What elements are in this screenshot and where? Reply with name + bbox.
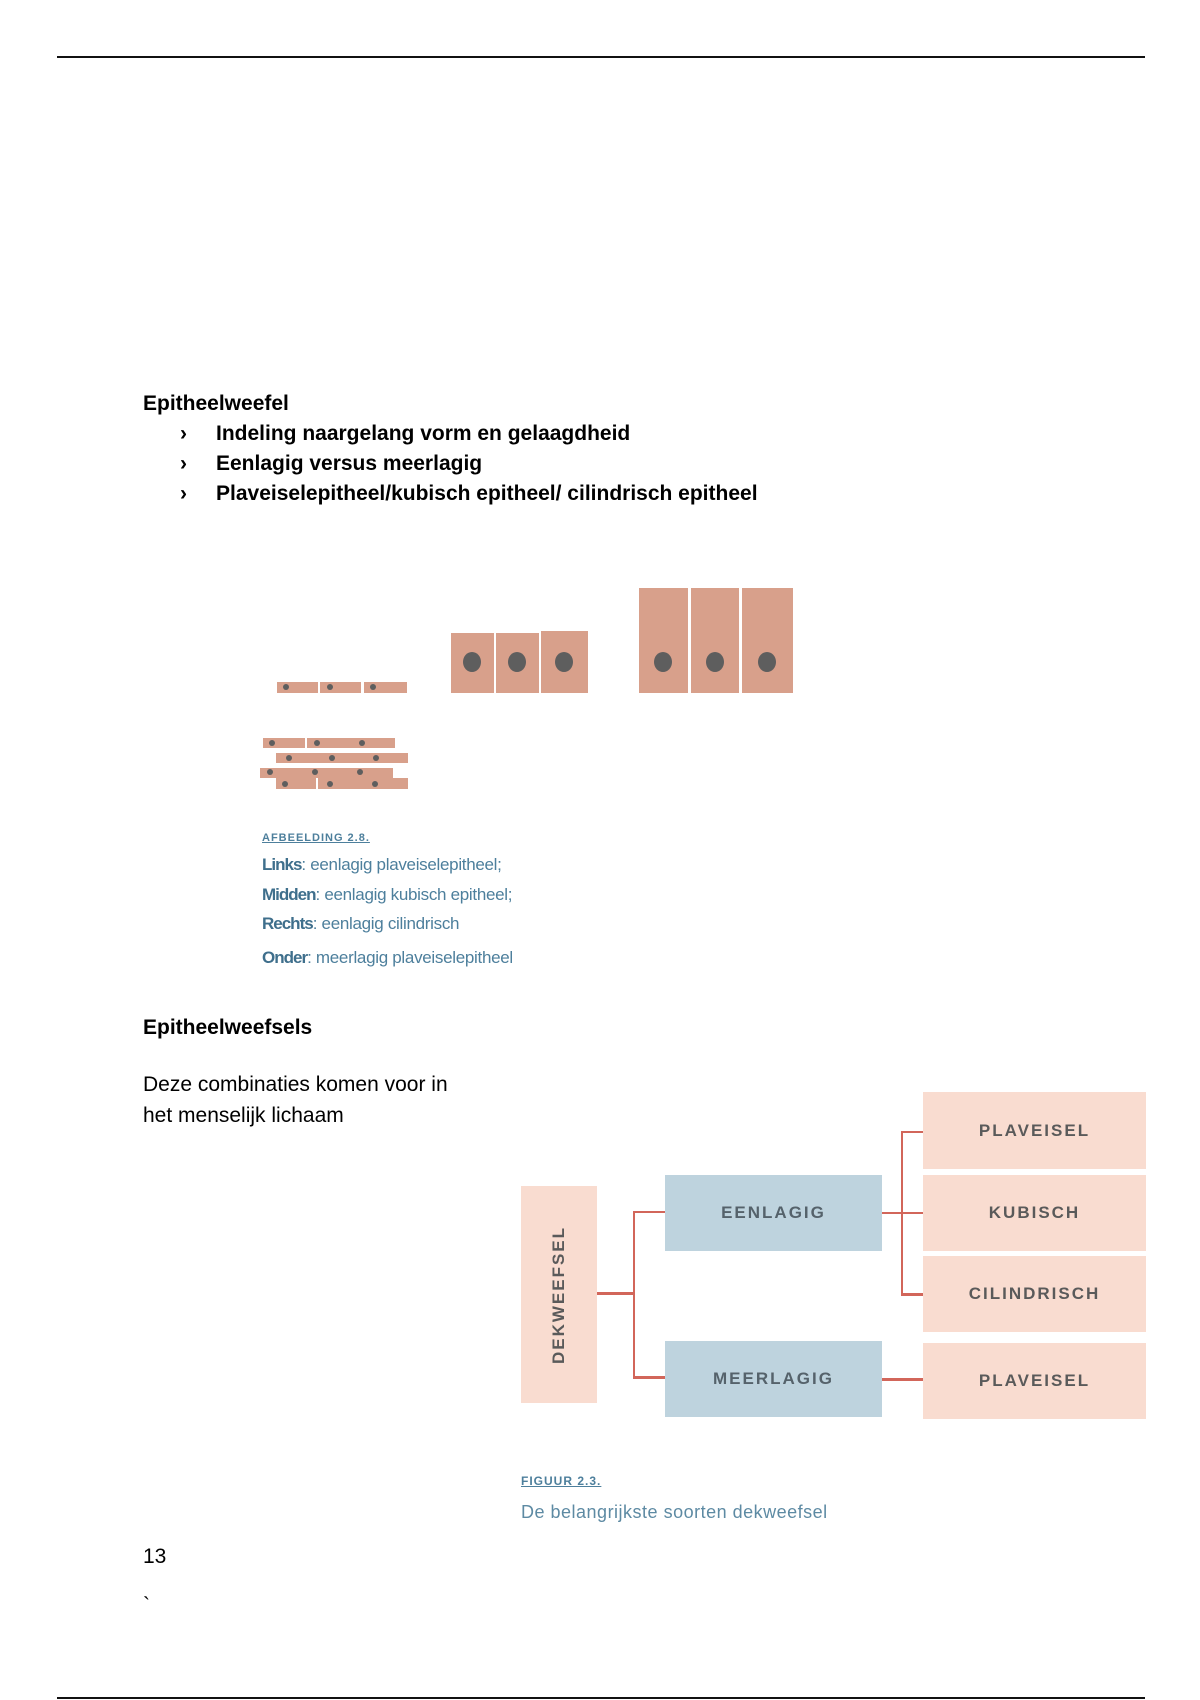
footer-rule xyxy=(57,1697,1145,1699)
caption-line: Midden: eenlagig kubisch epitheel; xyxy=(262,885,513,905)
page-number: 13 xyxy=(143,1545,167,1568)
caption-key: Links xyxy=(262,855,302,874)
body-text: het menselijk lichaam xyxy=(143,1104,344,1127)
bullet-item: › Plaveiselepitheel/kubisch epitheel/ cil… xyxy=(180,482,758,512)
connector xyxy=(882,1378,923,1381)
header-rule xyxy=(57,56,1145,58)
bullet-icon: › xyxy=(180,482,187,505)
bullet-icon: › xyxy=(180,452,187,475)
connector xyxy=(597,1292,634,1295)
diagram-box-meerlagig: MEERLAGIG xyxy=(665,1341,882,1417)
bullet-item: › Indeling naargelang vorm en gelaagdheid xyxy=(180,422,758,452)
body-text: Deze combinaties komen voor in xyxy=(143,1073,448,1096)
diagram-root-box: DEKWEEFSEL xyxy=(521,1186,597,1403)
figure-label: AFBEELDING 2.8. xyxy=(262,832,370,844)
connector xyxy=(633,1212,635,1378)
stratified-epithelium xyxy=(260,738,408,789)
epithelium-illustration xyxy=(260,588,793,789)
stray-mark: ` xyxy=(143,1594,150,1617)
caption-line: Onder: meerlagig plaveiselepitheel xyxy=(262,948,513,968)
bullet-item: › Eenlagig versus meerlagig xyxy=(180,452,758,482)
connector xyxy=(633,1376,665,1379)
section-heading: Epitheelweefel xyxy=(143,392,289,415)
diagram-box-eenlagig: EENLAGIG xyxy=(665,1175,882,1251)
bullet-text: Eenlagig versus meerlagig xyxy=(216,452,483,475)
caption-text: : eenlagig cilindrisch xyxy=(312,914,460,933)
figure-label: FIGUUR 2.3. xyxy=(521,1474,602,1488)
connector xyxy=(633,1211,665,1213)
figure-caption: De belangrijkste soorten dekweefsel xyxy=(521,1502,828,1522)
caption-key: Rechts xyxy=(262,914,314,933)
section-heading: Epitheelweefsels xyxy=(143,1016,313,1039)
bullet-icon: › xyxy=(180,422,187,445)
bullet-text: Plaveiselepitheel/kubisch epitheel/ cili… xyxy=(216,482,758,505)
connector xyxy=(901,1293,923,1296)
diagram-box-cilindrisch: CILINDRISCH xyxy=(923,1256,1146,1332)
diagram-box-plaveisel-meerlagig: PLAVEISEL xyxy=(923,1343,1146,1419)
caption-text: : eenlagig plaveiselepitheel; xyxy=(301,855,502,874)
bullet-list: › Indeling naargelang vorm en gelaagdheid… xyxy=(180,422,758,512)
columnar-epithelium xyxy=(639,588,793,693)
caption-text: : eenlagig kubisch epitheel; xyxy=(315,885,513,904)
connector xyxy=(901,1132,903,1295)
diagram-box-plaveisel: PLAVEISEL xyxy=(923,1092,1146,1169)
caption-key: Midden xyxy=(262,885,316,904)
caption-line: Rechts: eenlagig cilindrisch xyxy=(262,914,459,934)
flat-epithelium xyxy=(277,682,407,693)
caption-key: Onder xyxy=(262,948,308,967)
diagram-root-label: DEKWEEFSEL xyxy=(549,1225,568,1364)
connector xyxy=(901,1131,923,1133)
diagram-box-kubisch: KUBISCH xyxy=(923,1175,1146,1251)
caption-text: : meerlagig plaveiselepitheel xyxy=(307,948,513,967)
bullet-text: Indeling naargelang vorm en gelaagdheid xyxy=(216,422,631,445)
caption-line: Links: eenlagig plaveiselepitheel; xyxy=(262,855,502,875)
